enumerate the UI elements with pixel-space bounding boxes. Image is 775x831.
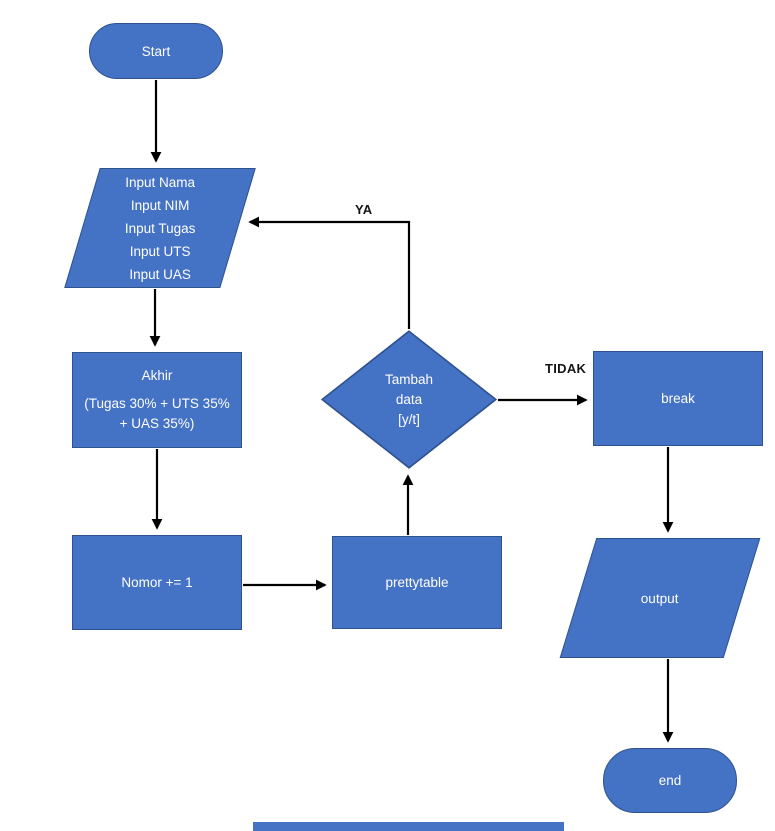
input-parallelogram-node: Input Nama Input NIM Input Tugas Input U… — [64, 168, 256, 288]
yes-branch-label: YA — [355, 202, 373, 217]
no-branch-label: TIDAK — [545, 361, 587, 376]
end-terminator-node: end — [603, 748, 737, 813]
tambah-decision-diamond: Tambah data [y/t] — [321, 330, 497, 469]
decision-node-text: Tambah data [y/t] — [384, 371, 434, 427]
prettytable-process-node: prettytable — [332, 536, 502, 629]
nomor-process-node: Nomor += 1 — [72, 535, 242, 630]
output-parallelogram-node: output — [559, 538, 761, 658]
akhir-node-formula: (Tugas 30% + UTS 35% + UAS 35%) — [84, 396, 230, 431]
akhir-node-title: Akhir — [141, 368, 173, 383]
output-node-text: output — [641, 590, 679, 606]
decision-diamond-shape — [321, 330, 497, 469]
cutoff-shape-bottom-bar — [253, 822, 564, 831]
input-node-text: Input Nama Input NIM Input Tugas Input U… — [124, 174, 196, 282]
break-process-node: break — [593, 351, 763, 446]
akhir-process-node: Akhir (Tugas 30% + UTS 35% + UAS 35%) — [72, 352, 242, 448]
start-terminator-node: Start — [89, 23, 223, 79]
